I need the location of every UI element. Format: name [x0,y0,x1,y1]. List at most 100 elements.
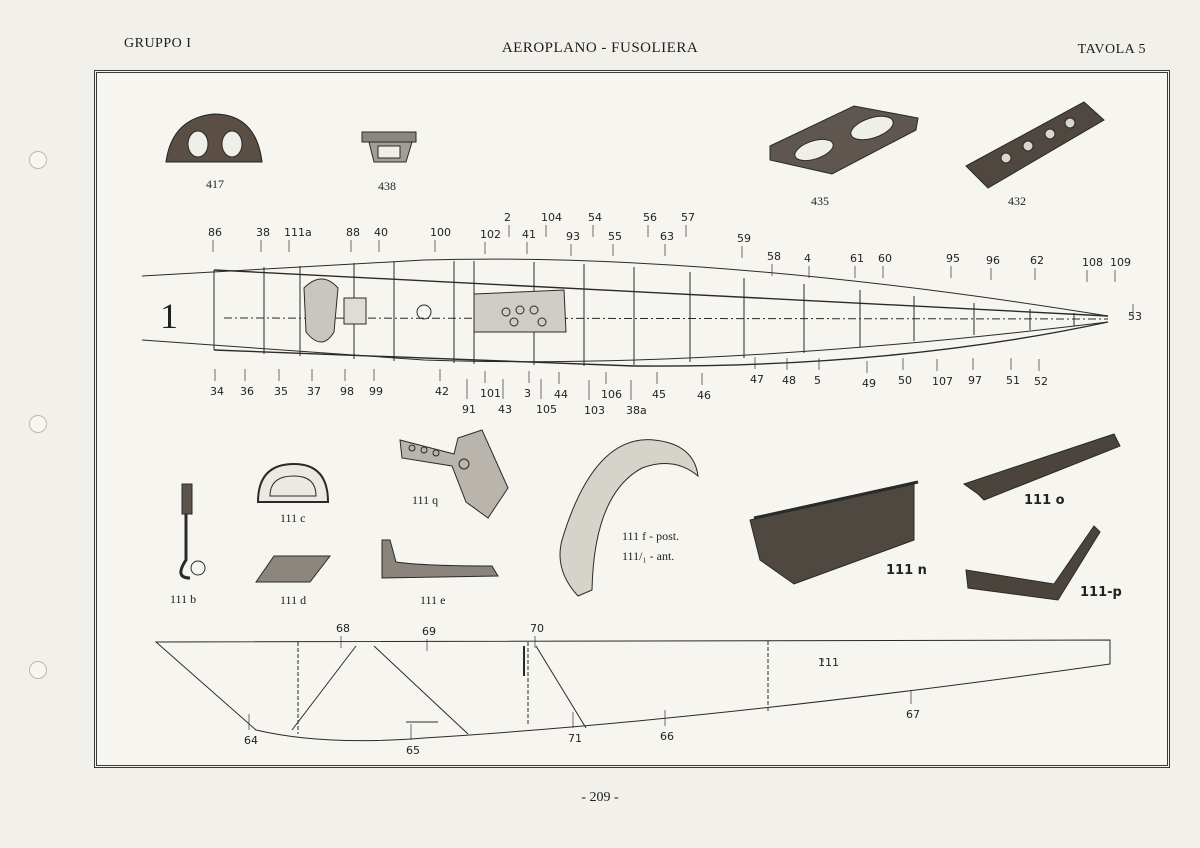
header-title: AEROPLANO - FUSOLIERA [501,40,699,56]
callout-number: 99 [369,385,383,398]
callout-number: 109 [1110,256,1131,269]
callout-number: 4 [804,252,811,265]
callout-number: 93 [566,230,580,243]
part-111d-drawing [255,555,332,583]
callout-number: 61 [850,252,864,265]
callout-number: 108 [1082,256,1103,269]
callout-number: 95 [946,252,960,265]
part-417-drawing [165,113,263,163]
fuselage-frame-drawing [141,258,1109,367]
part-caption-111c: 111 c [280,511,305,525]
part-label: 432 [1008,194,1026,208]
callout-number: 40 [374,226,388,239]
callout-number: 97 [968,374,982,387]
part-caption-111f-ant: 111/₁ - ant. [622,549,674,563]
part-label: 417 [206,177,224,191]
callout-number: 63 [660,230,674,243]
callout-number: 38 [256,226,270,239]
binder-hole [29,415,47,433]
callout-number: 60 [878,252,892,265]
callout-number: 67 [906,708,920,721]
part-111c-drawing [256,462,330,503]
part-caption-111o: 111 o [1024,493,1065,508]
page-number: - 209 - [581,790,619,805]
callout-number: 47 [750,373,764,386]
part-111e-drawing [381,539,499,579]
callout-number: 98 [340,385,354,398]
part-111p-drawing [965,525,1101,601]
callout-number: 54 [588,211,602,224]
part-caption-111f-post: 111 f - post. [622,529,679,543]
callout-number: 38a [626,404,647,417]
callout-number: 5 [814,374,821,387]
callout-number: 56 [643,211,657,224]
callout-number: 105 [536,403,557,416]
callout-number: 2 [504,211,511,224]
callout-number: 3 [524,387,531,400]
callout-number: 68 [336,622,350,635]
binder-hole [29,151,47,169]
callout-number: 42 [435,385,449,398]
part-111q-drawing [399,429,509,519]
part-caption-111n: 111 n [886,563,927,578]
callout-number: 70 [530,622,544,635]
part-caption-111q: 111 q [412,493,438,507]
header-plate-number: TAVOLA 5 [1077,42,1146,57]
callout-number: 96 [986,254,1000,267]
callout-number: 69 [422,625,436,638]
callout-number: 36 [240,385,254,398]
callout-number: 41 [522,228,536,241]
callout-number: 53 [1128,310,1142,323]
part-label: 435 [811,194,829,208]
part-111f-drawing [559,439,699,597]
callout-number: 43 [498,403,512,416]
callout-number: 71 [568,732,582,745]
callout-number: 58 [767,250,781,263]
callout-number: 51 [1006,374,1020,387]
callout-number: 46 [697,389,711,402]
callout-number: 111a [284,226,312,239]
callout-number: 52 [1034,375,1048,388]
technical-drawing: 417 438 435 432 1 8638111a88401001022411… [141,101,1142,757]
callout-number: 88 [346,226,360,239]
callout-number: 62 [1030,254,1044,267]
callout-number: 35 [274,385,288,398]
part-label: 438 [378,179,396,193]
callout-number: 107 [932,375,953,388]
callout-number: 59 [737,232,751,245]
header-group: GRUPPO I [124,36,192,51]
callout-number: 55 [608,230,622,243]
callout-number: 48 [782,374,796,387]
callout-number: 111 [818,656,839,669]
callout-number: 86 [208,226,222,239]
callout-number: 102 [480,228,501,241]
part-caption-111b: 111 b [170,592,196,606]
callout-number: 100 [430,226,451,239]
callout-number: 44 [554,388,568,401]
part-435-drawing [769,105,919,175]
part-111o-drawing [962,433,1121,501]
callout-number: 45 [652,388,666,401]
callout-number: 37 [307,385,321,398]
part-438-drawing [361,131,417,163]
callout-number: 106 [601,388,622,401]
callout-number: 66 [660,730,674,743]
part-caption-111p: 111-p [1080,585,1122,600]
callout-number: 65 [406,744,420,757]
figure-number: 1 [160,296,178,336]
callout-number: 57 [681,211,695,224]
callout-number: 103 [584,404,605,417]
callout-number: 91 [462,403,476,416]
part-432-drawing [965,101,1105,189]
callout-number: 104 [541,211,562,224]
fuselage-side-view-drawing [154,639,1111,742]
callout-number: 64 [244,734,258,747]
callout-number: 34 [210,385,224,398]
callout-number: 101 [480,387,501,400]
part-111b-drawing [179,483,206,580]
part-caption-111d: 111 d [280,593,306,607]
callout-number: 50 [898,374,912,387]
part-caption-111e: 111 e [420,593,445,607]
binder-hole [29,661,47,679]
part-111n-drawing [749,480,919,585]
